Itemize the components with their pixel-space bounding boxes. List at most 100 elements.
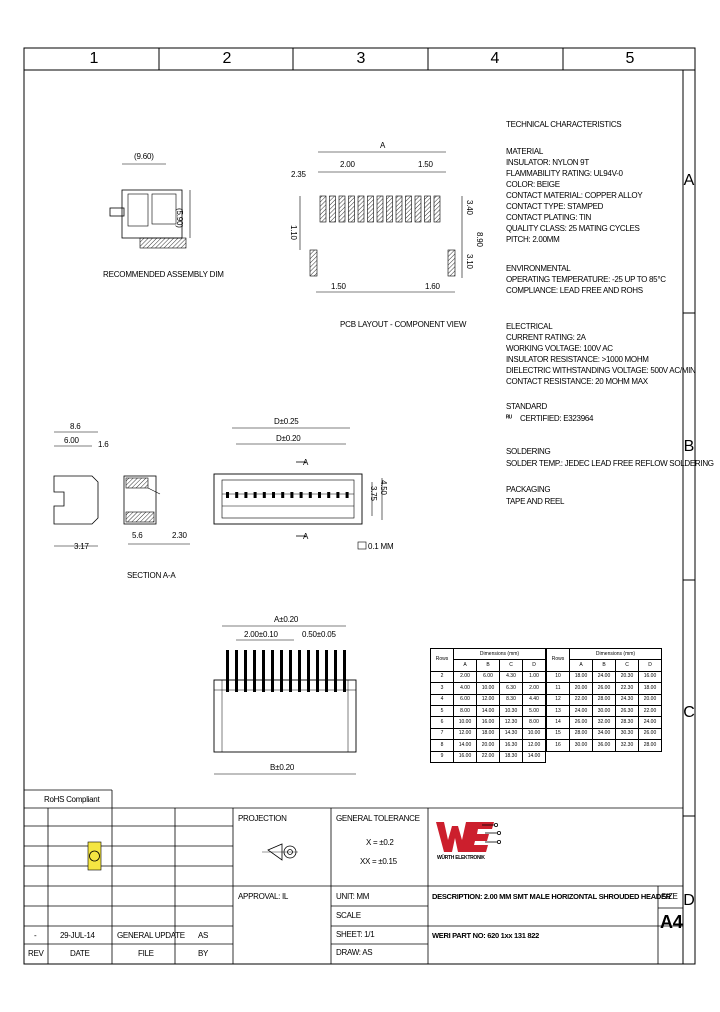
table-cell: 14.00 [522, 750, 546, 763]
connector-pin [244, 492, 248, 498]
dim-label: 2.35 [291, 170, 306, 179]
rohs-marker-icon [87, 841, 102, 871]
table-header: A [569, 659, 593, 672]
table-cell: 10.00 [476, 682, 500, 695]
dim-label: (5.90) [175, 208, 184, 228]
header-pin [334, 650, 337, 692]
table-cell: 4.40 [522, 693, 546, 706]
table-cell: 18.00 [476, 727, 500, 741]
table-cell: 10.00 [522, 727, 546, 741]
table-cell: 22.00 [476, 750, 500, 763]
dim-label: 8.6 [70, 422, 81, 431]
dim-label: 2.00±0.10 [244, 630, 278, 639]
table-cell: 24.00 [592, 670, 616, 684]
spec-material-line: PITCH: 2.00MM [506, 235, 560, 244]
dim-label: 3.17 [74, 542, 89, 551]
pcb-pad [386, 195, 393, 223]
table-cell: 20.00 [638, 693, 662, 706]
spec-title: TECHNICAL CHARACTERISTICS [506, 120, 622, 129]
table-cell: 28.30 [615, 716, 639, 729]
spec-standard-head: STANDARD [506, 402, 548, 411]
table-cell: 20.00 [569, 682, 593, 695]
table-cell: 3 [430, 682, 454, 695]
dim-label: D±0.25 [274, 417, 299, 426]
table-cell: 30.00 [569, 739, 593, 752]
spec-soldering-head: SOLDERING [506, 447, 551, 456]
dim-label: 3.40 [465, 200, 474, 215]
table-cell: 18.00 [638, 682, 662, 695]
connector-pin [272, 492, 275, 498]
pcb-pad [367, 195, 374, 223]
table-cell: 1.00 [522, 670, 546, 684]
description-label: DESCRIPTION: 2.00 MM SMT MALE HORIZONTAL… [432, 892, 671, 901]
table-cell: 6 [430, 716, 454, 729]
table-header: Dimensions (mm) [453, 647, 546, 661]
table-cell: 28.00 [638, 739, 662, 752]
pcb-layout-view [299, 151, 463, 293]
file-header: FILE [138, 949, 154, 958]
connector-pin [290, 492, 294, 498]
connector-pin [253, 492, 257, 498]
connector-pin [327, 492, 331, 498]
table-cell: 8.00 [453, 704, 477, 718]
pcb-pad [414, 195, 422, 223]
connector-pin [226, 492, 229, 498]
dim-label: 1.10 [289, 225, 298, 240]
table-cell: 28.00 [569, 727, 593, 741]
table-cell: 24.00 [638, 716, 662, 729]
pcb-pad [433, 195, 441, 223]
table-cell: 16.00 [476, 716, 500, 729]
table-header: B [592, 659, 616, 672]
revision-date: 29-JUL-14 [60, 931, 95, 940]
revision-file: GENERAL UPDATE [117, 931, 185, 940]
table-cell: 12.00 [453, 727, 477, 741]
pcb-pad [357, 195, 365, 223]
pcb-pad [338, 195, 346, 223]
table-cell: 10 [546, 670, 570, 684]
header-pin [253, 650, 256, 692]
spec-packaging-line: TAPE AND REEL [506, 497, 565, 506]
dim-label: A [380, 141, 386, 150]
rohs-compliant-label: RoHS Compliant [44, 795, 100, 804]
table-cell: 24.00 [569, 704, 593, 718]
zone-column-1: 1 [89, 50, 99, 67]
pcb-pad [319, 195, 327, 223]
table-cell: 18.00 [569, 670, 593, 684]
table-header: C [615, 659, 639, 672]
table-cell: 20.30 [615, 670, 639, 684]
table-cell: 6.30 [499, 682, 523, 695]
dim-label: B±0.20 [270, 763, 295, 772]
spec-material-line: INSULATOR: NYLON 9T [506, 158, 589, 167]
size-value: A4 [660, 912, 683, 932]
table-cell: 16.00 [638, 670, 662, 684]
table-cell: 8.00 [522, 716, 546, 729]
spec-electrical-head: ELECTRICAL [506, 322, 553, 331]
spec-electrical-line: CURRENT RATING: 2A [506, 333, 586, 342]
header-pin [280, 650, 283, 692]
spec-electrical-line: WORKING VOLTAGE: 100V AC [506, 344, 613, 353]
assembly-view [109, 163, 191, 249]
size-label: SIZE [661, 892, 678, 901]
wurth-logo-icon [436, 822, 501, 852]
revision-value: - [34, 931, 37, 940]
front-view [213, 625, 357, 775]
connector-pin [318, 492, 321, 498]
table-cell: 4 [430, 693, 454, 706]
table-cell: 14.00 [476, 704, 500, 718]
header-pin [307, 650, 310, 692]
table-cell: 10.00 [453, 716, 477, 729]
dim-label: A±0.20 [274, 615, 299, 624]
table-header: A [453, 659, 477, 672]
date-header: DATE [70, 949, 90, 958]
spec-material-line: COLOR: BEIGE [506, 180, 560, 189]
zone-column-4: 4 [490, 50, 500, 67]
spec-electrical-line: DIELECTRIC WITHSTANDING VOLTAGE: 500V AC… [506, 366, 696, 375]
